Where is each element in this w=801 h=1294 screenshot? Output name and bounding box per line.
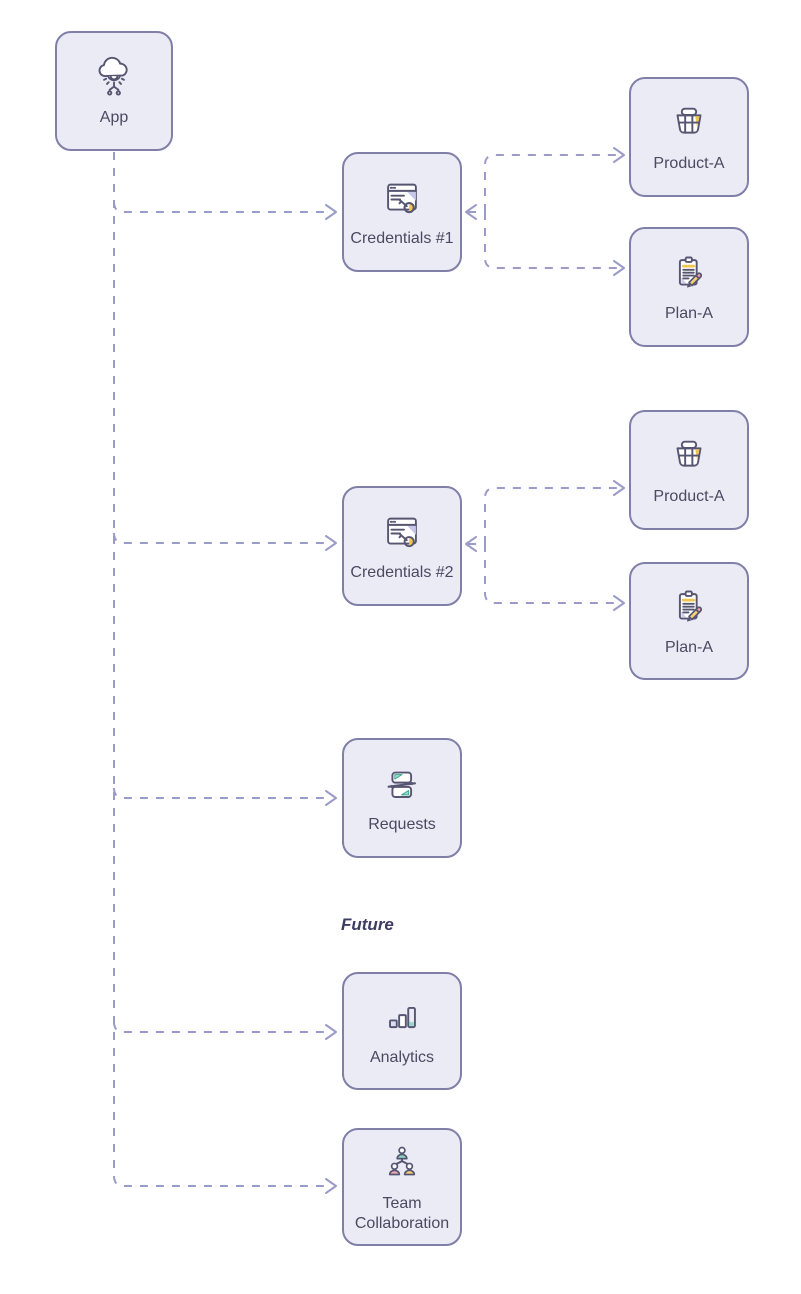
node-label: Plan-A [664, 304, 714, 322]
node-label: Credentials #2 [350, 563, 454, 581]
edge-app-trunk [113, 152, 327, 1187]
edge-credentials1-productA [484, 154, 617, 212]
basket-icon [676, 440, 702, 467]
clipboard-pencil-icon [678, 256, 703, 288]
sync-icon [387, 771, 416, 798]
node-label: Plan-A [664, 638, 714, 656]
node-requests: Requests [342, 738, 462, 858]
future-section-label: Future [341, 915, 394, 934]
arrowhead-icon [325, 790, 337, 806]
edge-app-analytics [113, 1021, 327, 1033]
node-label: Team Collaboration [354, 1194, 450, 1232]
browser-key-icon [387, 183, 417, 213]
node-label: Product-A [653, 487, 725, 505]
node-plan-a-2: Plan-A [629, 562, 749, 680]
edge-credentials2-productA [484, 487, 617, 544]
node-label: Requests [368, 815, 436, 833]
team-icon [388, 1146, 416, 1175]
edge-credentials2-planA [484, 544, 617, 604]
bar-chart-icon [389, 1006, 416, 1028]
cloud-gear-icon [98, 56, 128, 96]
edge-app-credentials2 [113, 532, 327, 544]
clipboard-pencil-icon [678, 590, 703, 622]
node-plan-a-1: Plan-A [629, 227, 749, 347]
arrowhead-icon [613, 260, 625, 276]
arrowhead-icon [613, 595, 625, 611]
node-label: Product-A [653, 154, 725, 172]
arrowhead-icon [325, 535, 337, 551]
arrowhead-icon [465, 536, 477, 552]
browser-key-icon [387, 517, 417, 547]
node-credentials-1: Credentials #1 [342, 152, 462, 272]
node-product-a-2: Product-A [629, 410, 749, 530]
edge-app-requests [113, 787, 327, 799]
node-label: App [99, 108, 129, 126]
arrowhead-icon [613, 147, 625, 163]
basket-icon [676, 107, 702, 134]
node-analytics: Analytics [342, 972, 462, 1090]
arrowhead-icon [325, 204, 337, 220]
arrowhead-icon [465, 204, 477, 220]
arrowhead-icon [325, 1024, 337, 1040]
node-label: Credentials #1 [350, 229, 454, 247]
edge-app-credentials1 [113, 201, 327, 213]
arrowhead-icon [325, 1178, 337, 1194]
node-credentials-2: Credentials #2 [342, 486, 462, 606]
node-app: App [55, 31, 173, 151]
node-product-a-1: Product-A [629, 77, 749, 197]
edge-credentials1-planA [484, 212, 617, 269]
node-team-collaboration: Team Collaboration [342, 1128, 462, 1246]
arrowhead-icon [613, 480, 625, 496]
node-label: Analytics [369, 1048, 435, 1066]
